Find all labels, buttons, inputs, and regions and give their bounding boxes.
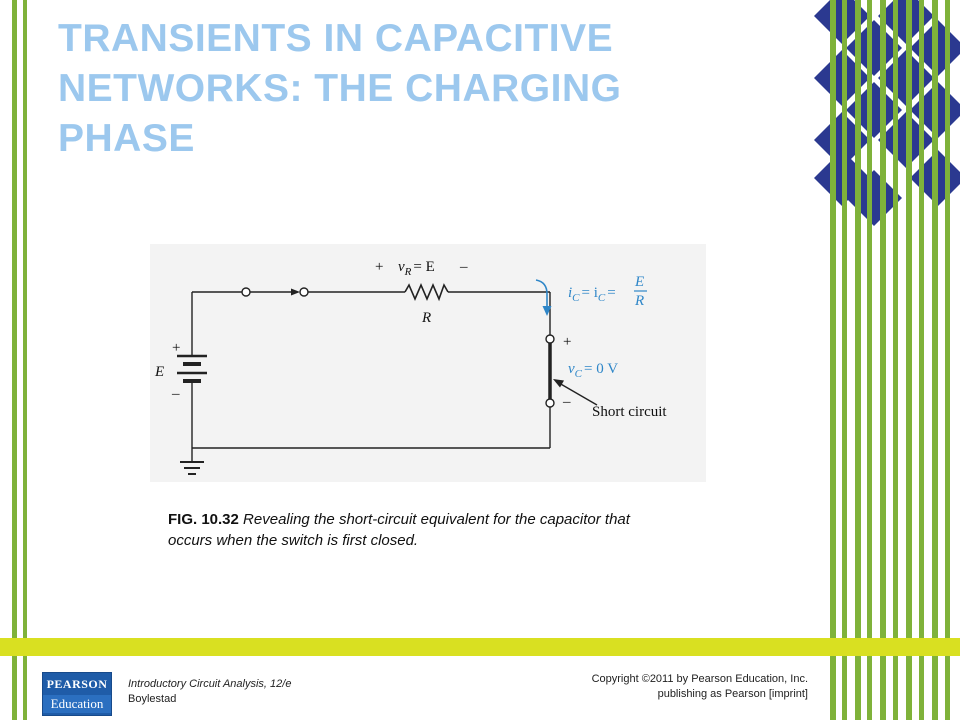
book-info: Introductory Circuit Analysis, 12/e Boyl…: [128, 677, 291, 707]
circuit-diagram: + vR= E – R + E – iC= iC= E R + vC= 0 V …: [154, 259, 667, 475]
short-circuit-arrow: [553, 379, 598, 406]
figure-panel: [150, 244, 706, 482]
logo-subtitle: Education: [43, 695, 111, 713]
resistor: [404, 282, 449, 302]
vc-equation: vC= 0 V: [568, 361, 618, 380]
book-author: Boylestad: [128, 693, 177, 705]
vr-plus: +: [375, 259, 383, 275]
caption-number: FIG. 10.32: [168, 511, 239, 528]
left-stripe-inner: [23, 0, 27, 720]
switch: [241, 287, 309, 297]
current-arrow: [535, 279, 552, 316]
pearson-logo: PEARSON Education: [42, 672, 112, 716]
battery: [177, 354, 207, 383]
source-minus: –: [171, 386, 180, 402]
capacitor-short: [545, 334, 555, 408]
title-line-1: TRANSIENTS IN CAPACITIVE: [58, 17, 614, 60]
short-circuit-label: Short circuit: [592, 404, 667, 420]
vc-minus: –: [562, 394, 571, 410]
figure-caption: FIG. 10.32 Revealing the short-circuit e…: [168, 509, 648, 551]
ic-equation: iC= iC= E R: [568, 274, 647, 309]
title-line-3: PHASE: [58, 117, 195, 160]
svg-text:vC= 0 V: vC= 0 V: [568, 361, 618, 380]
source-plus: +: [172, 340, 180, 356]
footer-band: [0, 638, 960, 656]
slide-title: TRANSIENTS IN CAPACITIVE NETWORKS: THE C…: [58, 14, 758, 164]
copyright-notice: Copyright ©2011 by Pearson Education, In…: [540, 672, 808, 702]
left-stripe-outer: [12, 0, 17, 720]
copyright-line-2: publishing as Pearson [imprint]: [657, 688, 808, 700]
title-line-2: NETWORKS: THE CHARGING: [58, 67, 622, 110]
resistor-label: R: [421, 310, 431, 326]
source-label: E: [154, 364, 164, 380]
vc-plus: +: [563, 334, 571, 350]
circuit-wires: [191, 291, 551, 462]
svg-text:iC= iC=: iC= iC=: [568, 285, 616, 304]
copyright-line-1: Copyright ©2011 by Pearson Education, In…: [591, 673, 808, 685]
fraction-denominator: R: [634, 293, 644, 309]
vr-symbol: vR= E: [398, 259, 435, 278]
vr-minus: –: [459, 259, 468, 275]
fraction-numerator: E: [634, 274, 644, 290]
vertical-stripes: [830, 0, 950, 720]
ground-symbol: [180, 461, 204, 475]
logo-wordmark: PEARSON: [46, 677, 108, 691]
caption-text: Revealing the short-circuit equivalent f…: [168, 511, 630, 549]
book-title: Introductory Circuit Analysis, 12/e: [128, 678, 292, 690]
right-decoration: [814, 0, 960, 720]
